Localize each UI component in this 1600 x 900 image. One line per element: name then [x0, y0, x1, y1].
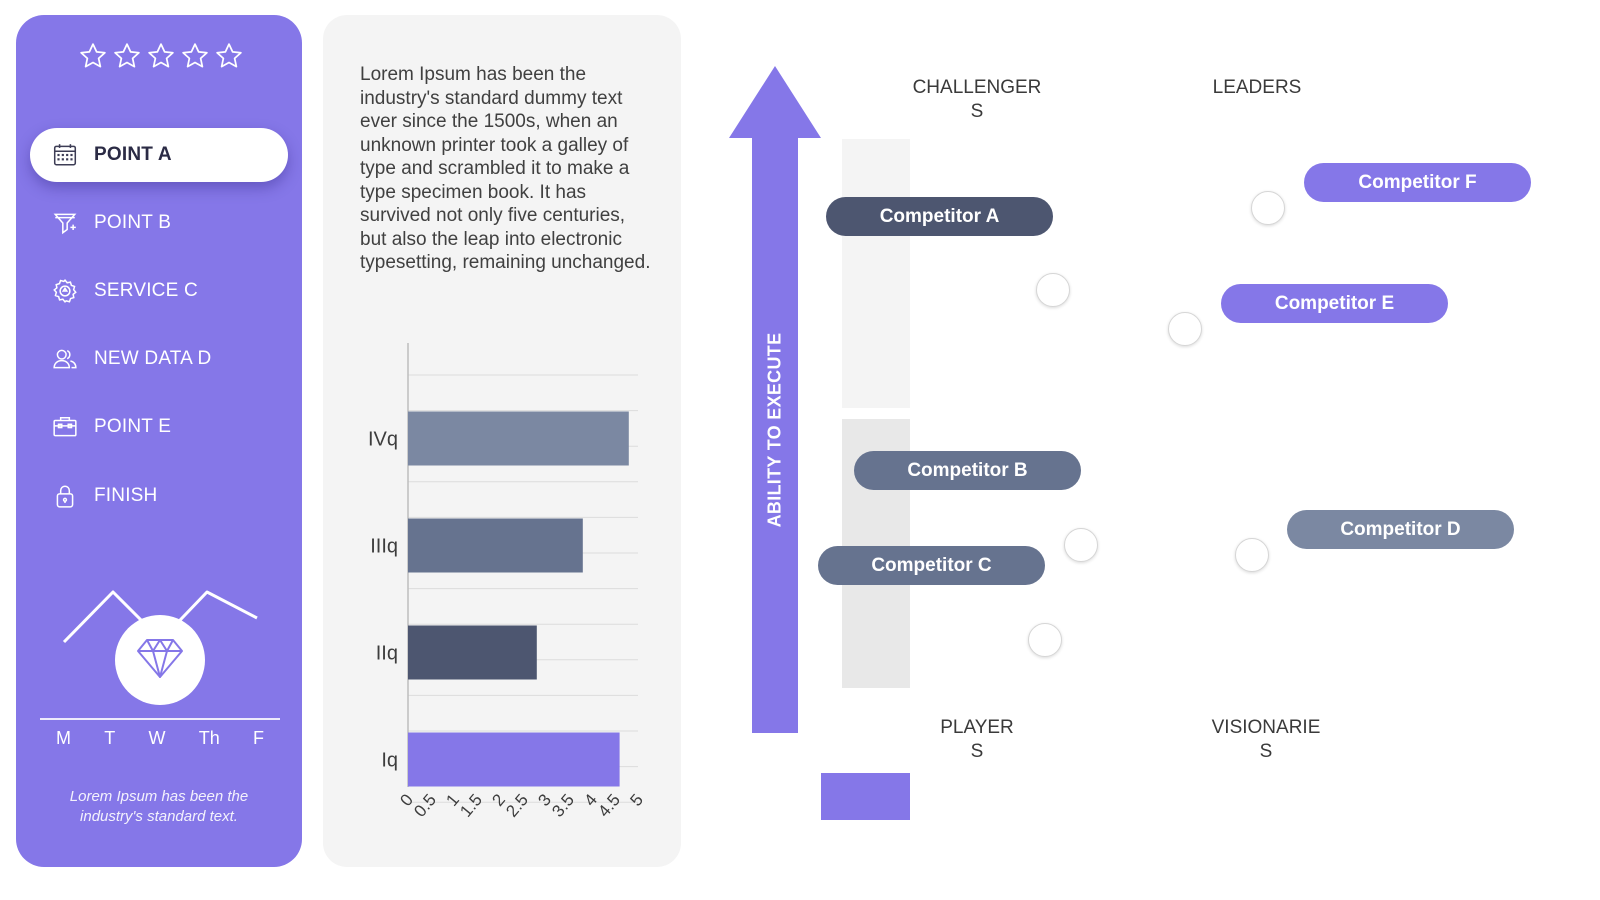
competitor-b-pill[interactable]: Competitor B	[854, 451, 1081, 490]
diamond-badge	[115, 615, 205, 705]
quadrant-label-leaders: LEADERS	[1212, 77, 1302, 98]
star-icon[interactable]	[112, 41, 142, 71]
sidebar-footer-text: Lorem Ipsum has been the industry's stan…	[69, 788, 249, 825]
weekday-label: F	[252, 728, 264, 748]
quadrant-label-players: PLAYER S	[940, 717, 1014, 762]
x-axis-arrow	[821, 773, 910, 820]
competitor-f-pill[interactable]: Competitor F	[1304, 163, 1531, 202]
sidebar-item-service-c[interactable]: SERVICE C	[30, 264, 288, 318]
star-rating[interactable]	[78, 41, 244, 71]
competitor-d-pill[interactable]: Competitor D	[1287, 510, 1514, 549]
body-text: Lorem Ipsum has been the industry's stan…	[360, 64, 651, 273]
x-tick-label: 3.5	[548, 790, 578, 820]
sidebar-item-label: SERVICE C	[94, 280, 198, 301]
weekday-label: T	[104, 728, 116, 748]
star-icon[interactable]	[78, 41, 108, 71]
calendar-icon	[53, 144, 77, 166]
x-tick-label: 2.5	[502, 790, 532, 820]
competitor-a-marker[interactable]	[1036, 273, 1070, 307]
info-card: Lorem Ipsum has been the industry's stan…	[323, 15, 681, 867]
competitor-c-marker[interactable]	[1028, 623, 1062, 657]
bar-Iq	[408, 732, 620, 787]
star-icon[interactable]	[180, 41, 210, 71]
weekday-label: W	[148, 728, 166, 748]
category-label: IIIq	[370, 536, 398, 558]
star-icon[interactable]	[146, 41, 176, 71]
x-axis-label: COMPLETENESS OF VISION	[1025, 784, 1285, 805]
competitor-f-marker[interactable]	[1251, 191, 1285, 225]
competitor-c-pill[interactable]: Competitor C	[818, 546, 1045, 585]
competitor-d-marker[interactable]	[1235, 538, 1269, 572]
toolbox-icon	[53, 417, 77, 437]
weekday-label: Th	[198, 728, 220, 748]
weekday-axis: M T W Th F	[40, 718, 280, 749]
quadrant-label-challengers: CHALLENGER S	[912, 77, 1042, 122]
category-label: IVq	[368, 429, 398, 451]
bar-IIIq	[408, 518, 583, 573]
gear-icon	[53, 279, 77, 303]
competitor-a-pill[interactable]: Competitor A	[826, 197, 1053, 236]
sidebar-item-label: NEW DATA D	[94, 348, 212, 369]
sidebar-item-finish[interactable]: FINISH	[30, 469, 288, 523]
bar-IIq	[408, 625, 537, 680]
lock-icon	[56, 485, 74, 508]
y-axis-label: ABILITY TO EXECUTE	[764, 332, 785, 528]
category-label: IIq	[376, 643, 398, 665]
users-icon	[53, 349, 77, 369]
sidebar-item-point-a[interactable]: POINT A	[30, 128, 288, 182]
x-tick-label: 4.5	[594, 790, 624, 820]
competitor-e-marker[interactable]	[1168, 312, 1202, 346]
sidebar-item-label: POINT E	[94, 416, 172, 437]
x-tick-label: 5	[626, 790, 647, 809]
sidebar-item-label: POINT B	[94, 212, 172, 233]
funnel-icon	[53, 213, 77, 235]
bar-IVq	[408, 411, 629, 466]
competitor-e-pill[interactable]: Competitor E	[1221, 284, 1448, 323]
weekday-label: M	[56, 728, 71, 748]
sidebar-item-point-b[interactable]: POINT B	[30, 196, 288, 250]
sidebar-item-label: FINISH	[94, 485, 158, 506]
sidebar-item-label: POINT A	[94, 144, 172, 165]
competitor-b-marker[interactable]	[1064, 528, 1098, 562]
star-icon[interactable]	[214, 41, 244, 71]
diamond-icon	[137, 639, 183, 678]
sidebar-item-new-data-d[interactable]: NEW DATA D	[30, 332, 288, 386]
x-tick-label: 1.5	[456, 790, 486, 820]
category-label: Iq	[381, 750, 398, 772]
sparkline-decoration	[62, 590, 258, 705]
quadrant-label-visionaries: VISIONARIE S	[1211, 717, 1321, 762]
sidebar-item-point-e[interactable]: POINT E	[30, 400, 288, 454]
sidebar: POINT A POINT B SERVICE C NEW DATA D POI…	[16, 15, 302, 867]
quadrant-cell-challengers	[842, 139, 910, 408]
x-tick-label: 0.5	[410, 790, 440, 820]
